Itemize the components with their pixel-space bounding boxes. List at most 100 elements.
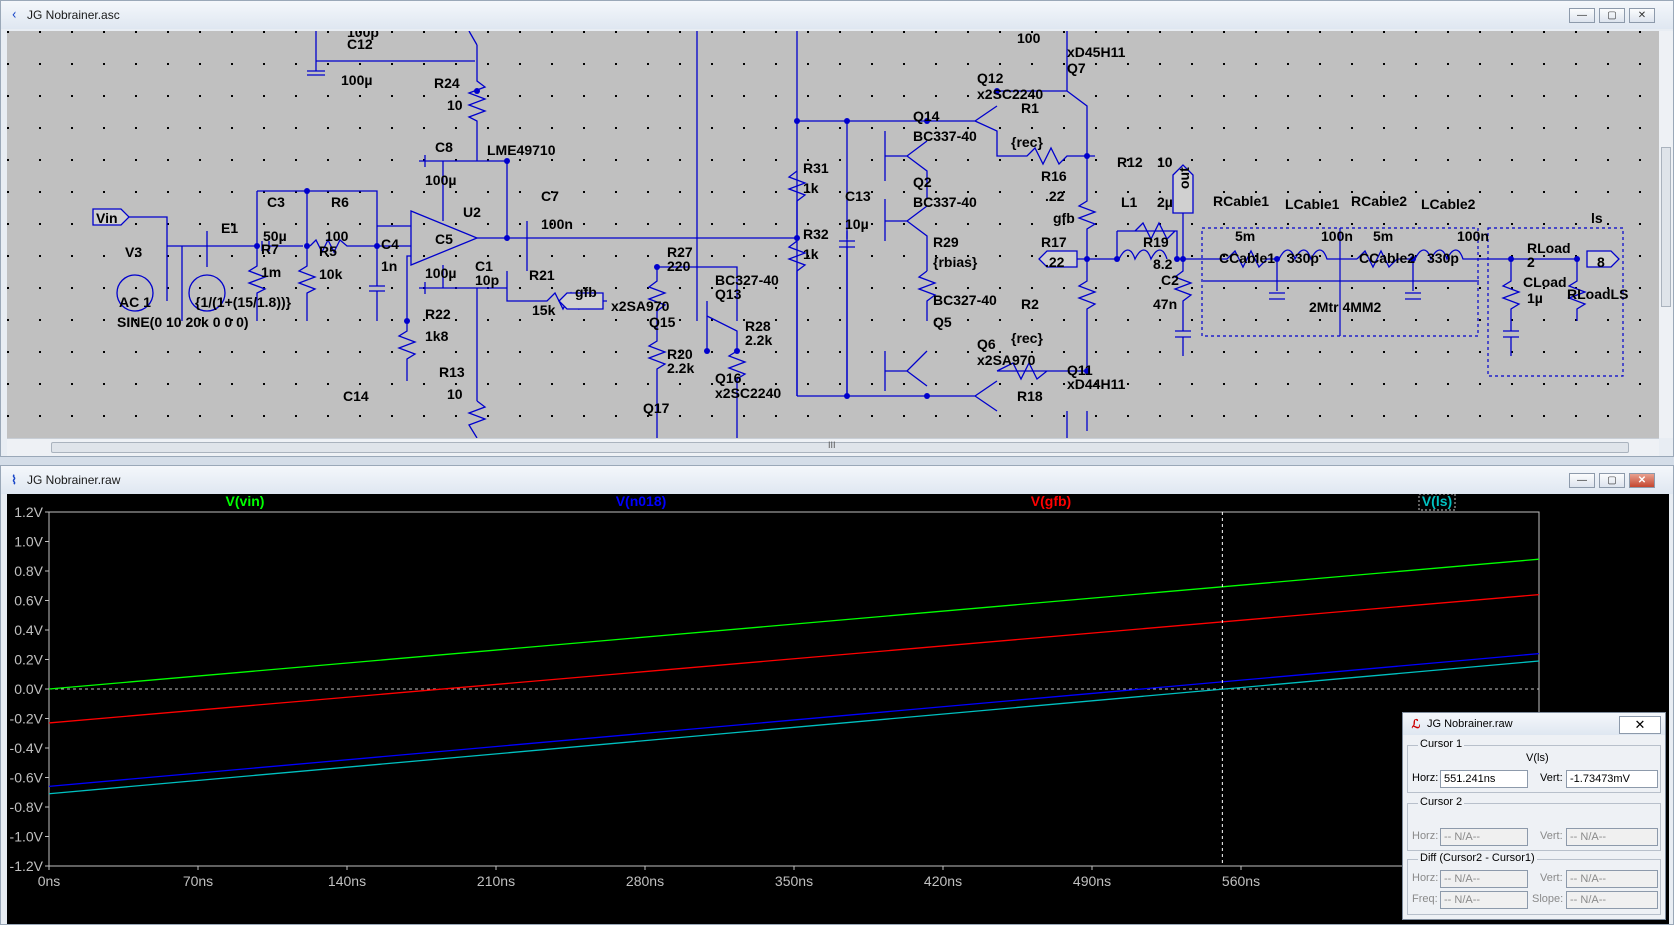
label-c7: C7 <box>541 188 559 204</box>
label-l1-val: 2µ <box>1157 194 1173 210</box>
label-r5: R5 <box>319 243 337 259</box>
label-q12: Q12 <box>977 70 1004 86</box>
label-cload-val: 1µ <box>1527 290 1543 306</box>
legend-entry: V(ls) <box>1422 494 1452 509</box>
label-q7: Q7 <box>1067 60 1086 76</box>
label-cable: 2Mtr 4MM2 <box>1309 299 1382 315</box>
schematic-window: ᚲ JG Nobrainer.asc — ▢ ✕ <box>0 0 1674 457</box>
plot-minimize-button[interactable]: — <box>1569 473 1595 488</box>
legend-entry: V(gfb) <box>1031 494 1071 509</box>
trace-line <box>48 593 1540 724</box>
label-c12-val: 100µ <box>341 72 372 88</box>
label-r20: R20 <box>667 346 693 362</box>
label-e1-expr: {1/(1+(15/1.8))} <box>195 294 292 310</box>
diff-group: Diff (Cursor2 - Cursor1) Horz: -- N/A-- … <box>1407 852 1661 915</box>
x-tick-label: 420ns <box>924 873 962 889</box>
label-c5: C5 <box>435 231 453 247</box>
label-r28-val: 2.2k <box>745 332 772 348</box>
x-tick-label: 350ns <box>775 873 813 889</box>
cursor1-group: Cursor 1 V(ls) Horz: 551.241ns Vert: -1.… <box>1407 738 1661 793</box>
label-q16-model: x2SC2240 <box>715 385 781 401</box>
label-r28: R28 <box>745 318 771 334</box>
x-tick-label: 0ns <box>38 873 61 889</box>
diff-horz-field[interactable]: -- N/A-- <box>1440 870 1528 888</box>
cursor1-trace-name: V(ls) <box>1526 752 1549 764</box>
vertical-scroll-thumb[interactable] <box>1661 147 1671 307</box>
plot-maximize-button[interactable]: ▢ <box>1599 473 1625 488</box>
scroll-grip-icon: III <box>828 440 836 450</box>
label-c13: C13 <box>845 188 871 204</box>
diff-vert-field[interactable]: -- N/A-- <box>1566 870 1658 888</box>
plot-close-button[interactable]: ✕ <box>1629 473 1655 488</box>
label-cload: CLoad <box>1523 274 1567 290</box>
maximize-button[interactable]: ▢ <box>1599 8 1625 23</box>
diff-freq-field[interactable]: -- N/A-- <box>1440 891 1528 909</box>
label-r19-val: 8.2 <box>1153 256 1173 272</box>
label-r19: R19 <box>1143 234 1169 250</box>
label-r2-val: {rec} <box>1011 330 1043 346</box>
label-e1: E1 <box>221 220 238 236</box>
label-r1-val: {rec} <box>1011 134 1043 150</box>
cursor2-horz-label: Horz: <box>1412 830 1439 842</box>
y-tick-label: 0.0V <box>14 681 43 697</box>
label-ccable1: CCable1 <box>1219 250 1275 266</box>
diff-slope-field[interactable]: -- N/A-- <box>1566 891 1658 909</box>
label-lcable1: LCable1 <box>1285 196 1340 212</box>
cursor-window-title: JG Nobrainer.raw <box>1427 718 1513 730</box>
trace-line <box>48 660 1540 795</box>
label-q12-model: x2SC2240 <box>977 86 1043 102</box>
x-tick-label: 490ns <box>1073 873 1111 889</box>
label-r12: R12 <box>1117 154 1143 170</box>
label-r24: R24 <box>434 75 460 91</box>
label-r13: R13 <box>439 364 465 380</box>
label-lme49710: LME49710 <box>487 142 556 158</box>
y-tick-label: -0.4V <box>10 740 44 756</box>
label-q15-model: x2SA970 <box>611 298 670 314</box>
label-ccable1-val: 330p <box>1287 250 1319 266</box>
label-q13: Q13 <box>715 286 742 302</box>
x-tick-label: 560ns <box>1222 873 1260 889</box>
minimize-button[interactable]: — <box>1569 8 1595 23</box>
label-rcable1-val: 5m <box>1235 228 1255 244</box>
label-q16: Q16 <box>715 370 742 386</box>
y-tick-label: -1.0V <box>10 829 44 845</box>
label-c8-val: 100µ <box>425 172 456 188</box>
cursor2-vert-field[interactable]: -- N/A-- <box>1566 828 1658 846</box>
label-r6-val: 100 <box>325 228 349 244</box>
label-r17-val: .22 <box>1045 254 1065 270</box>
label-r2: R2 <box>1021 296 1039 312</box>
label-r18: R18 <box>1017 388 1043 404</box>
cursor2-horz-field[interactable]: -- N/A-- <box>1440 828 1528 846</box>
cursor2-group: Cursor 2 Horz: -- N/A-- Vert: -- N/A-- <box>1407 796 1661 851</box>
schematic-canvas[interactable]: 100p C12 100µ R24 10 C8 LME49710 100µ U2… <box>7 31 1659 438</box>
label-out-port: out <box>1176 167 1192 189</box>
cursor1-horz-field[interactable]: 551.241ns <box>1440 770 1528 788</box>
label-r24-val: 10 <box>447 97 463 113</box>
label-rload-val: 2 <box>1527 254 1535 270</box>
waveform-app-icon: ⌇ <box>11 473 17 487</box>
horizontal-scrollbar[interactable]: III <box>7 438 1659 456</box>
label-c5-val: 100µ <box>425 265 456 281</box>
label-r16: R16 <box>1041 168 1067 184</box>
x-tick-label: 280ns <box>626 873 664 889</box>
cursor-window-close-button[interactable]: ✕ <box>1619 716 1661 734</box>
cursor1-vert-field[interactable]: -1.73473mV <box>1566 770 1658 788</box>
label-q13-model: BC327-40 <box>715 272 779 288</box>
label-r22-val: 1k8 <box>425 328 449 344</box>
vertical-scrollbar[interactable] <box>1659 31 1673 438</box>
label-r20-val: 2.2k <box>667 360 694 376</box>
label-r7: R7 <box>261 241 279 257</box>
label-q6-model: x2SA970 <box>977 352 1036 368</box>
label-l1: L1 <box>1121 194 1138 210</box>
schematic-titlebar: ᚲ JG Nobrainer.asc — ▢ ✕ <box>1 1 1673 29</box>
horizontal-scroll-thumb[interactable]: III <box>51 440 1629 453</box>
label-q11: Q11 <box>1067 362 1093 378</box>
schematic-drawing: 100p C12 100µ R24 10 C8 LME49710 100µ U2… <box>7 31 1659 438</box>
schematic-title: JG Nobrainer.asc <box>27 8 120 22</box>
label-gfb-port-2: gfb <box>1053 210 1075 226</box>
label-100p: 100p <box>347 31 379 40</box>
close-button[interactable]: ✕ <box>1629 8 1655 23</box>
label-u2: U2 <box>463 204 481 220</box>
